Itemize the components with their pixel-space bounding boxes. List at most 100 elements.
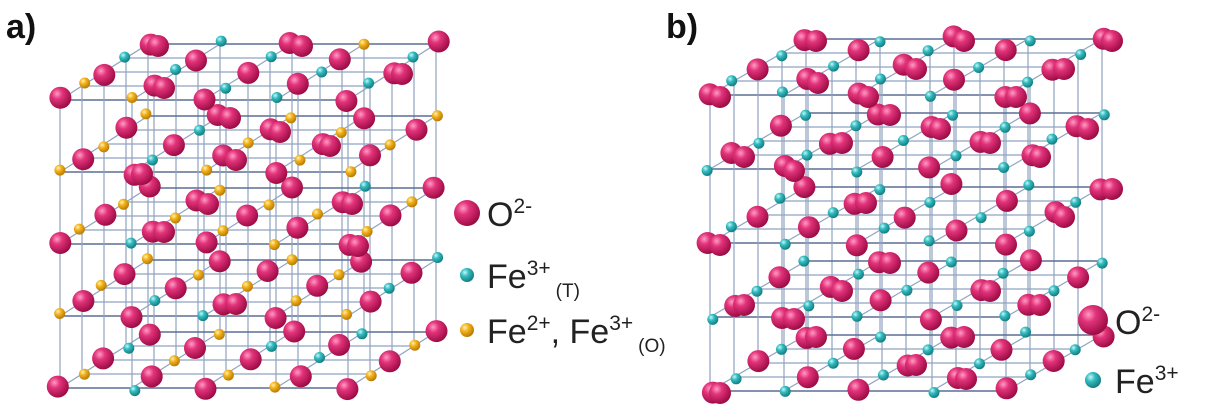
oxygen-atom	[93, 63, 116, 86]
fe-octahedral-atom	[73, 223, 85, 235]
fe3-atom	[1069, 344, 1081, 356]
fe3-atom	[774, 192, 786, 204]
oxygen-atom	[184, 337, 206, 359]
fe-octahedral-atom	[290, 295, 302, 307]
fe3-atom	[874, 36, 886, 48]
panel-a: a) O2- Fe3+(T) Fe2+, Fe3+(O)	[6, 8, 666, 401]
fe-octahedral-atom	[312, 208, 323, 220]
fe-octahedral-atom	[269, 381, 281, 393]
oxygen-atom	[995, 189, 1018, 212]
fe3-atom	[922, 344, 934, 356]
oxygen-atom	[400, 261, 423, 284]
fe3-atom	[1075, 49, 1087, 60]
oxygen-atom	[733, 146, 755, 168]
fe-octahedral-atom	[333, 269, 345, 281]
fe3-atom	[1046, 133, 1058, 145]
fe3-atom	[923, 235, 935, 247]
fe3-sphere-icon	[1085, 372, 1101, 388]
fe-octahedral-atom	[140, 108, 152, 120]
fe3-atom	[197, 310, 209, 322]
fe-octahedral-atom	[241, 280, 253, 292]
oxygen-atom	[291, 35, 313, 57]
fe-octahedral-atom	[285, 112, 297, 124]
oxygen-atom	[391, 63, 413, 85]
oxygen-atom	[929, 118, 951, 140]
oxygen-atom	[879, 252, 901, 274]
oxygen-atom	[306, 274, 329, 297]
oxygen-atom	[164, 277, 187, 300]
fe-octahedral-sphere-icon	[460, 323, 474, 337]
oxygen-atom	[140, 365, 163, 388]
oxygen-atom	[805, 30, 827, 52]
fe-octahedral-atom	[406, 196, 418, 208]
oxygen-atom	[219, 107, 241, 129]
fe3-atom	[798, 255, 810, 267]
oxygen-atom	[995, 233, 1017, 256]
fe3-atom	[725, 221, 737, 233]
fe3-atom	[950, 150, 962, 162]
oxygen-atom	[185, 49, 207, 72]
fe3-atom	[1048, 285, 1060, 297]
fe3-atom	[1070, 196, 1082, 208]
oxygen-atom	[845, 234, 868, 257]
fe-octahedral-atom	[358, 38, 370, 50]
fe3-atom	[851, 166, 863, 178]
oxygen-atom	[1077, 118, 1099, 140]
oxygen-atom	[239, 348, 262, 371]
oxygen-atom	[353, 107, 376, 130]
oxygen-atom	[153, 221, 175, 243]
oxygen-atom	[236, 204, 259, 227]
oxygen-atom	[405, 118, 428, 141]
oxygen-atom	[807, 72, 829, 94]
oxygen-atom	[918, 156, 941, 179]
fe3-atom	[1025, 369, 1037, 381]
fe3-atom	[999, 310, 1011, 322]
fe3-atom	[776, 50, 788, 62]
oxygen-atom	[847, 378, 870, 401]
oxygen-atom	[49, 232, 72, 254]
oxygen-atom	[92, 347, 115, 370]
fe3-atom	[800, 109, 812, 121]
fe3-atom	[998, 162, 1010, 173]
panel-a-atoms	[46, 30, 450, 401]
fe3-atom	[924, 90, 936, 102]
fe3-atom	[878, 222, 890, 234]
oxygen-atom	[746, 205, 769, 228]
oxygen-atom	[237, 61, 260, 84]
fe-octahedral-atom	[95, 279, 107, 291]
fe-octahedral-atom	[242, 137, 254, 149]
oxygen-atom	[422, 176, 445, 199]
oxygen-atom	[120, 306, 143, 329]
oxygen-atom	[769, 114, 792, 137]
fe-octahedral-atom	[213, 328, 225, 340]
fe-octahedral-atom	[217, 225, 229, 237]
oxygen-atom	[1101, 30, 1123, 52]
fe3-atom	[1024, 35, 1036, 47]
fe3-atom	[220, 82, 232, 94]
oxygen-atom	[1053, 58, 1075, 80]
oxygen-atom	[893, 206, 916, 229]
oxygen-atom	[905, 354, 927, 376]
fe3-atom	[928, 387, 940, 398]
oxygen-atom	[871, 146, 894, 168]
oxygen-atom	[857, 86, 879, 108]
fe3-atom	[973, 62, 985, 73]
oxygen-atom	[747, 350, 770, 373]
oxygen-atom	[746, 58, 769, 81]
fe3-atom	[707, 313, 719, 325]
fe3-atom	[1023, 225, 1035, 237]
panel-b: b) O2- Fe3+	[666, 8, 1179, 404]
fe-octahedral-atom	[126, 92, 138, 103]
oxygen-atom	[768, 266, 791, 289]
fe3-atom	[801, 149, 813, 161]
fe-octahedral-atom	[335, 127, 347, 138]
fe3-atom	[125, 237, 137, 249]
legend-b-oxygen: O2-	[1115, 303, 1160, 342]
fe3-atom	[779, 385, 791, 397]
oxygen-atom	[917, 261, 940, 284]
fe3-atom	[975, 212, 987, 224]
oxygen-atom	[783, 160, 805, 182]
panel-a-legend: O2- Fe3+(T) Fe2+, Fe3+(O)	[454, 195, 666, 357]
oxygen-atom	[197, 193, 219, 215]
